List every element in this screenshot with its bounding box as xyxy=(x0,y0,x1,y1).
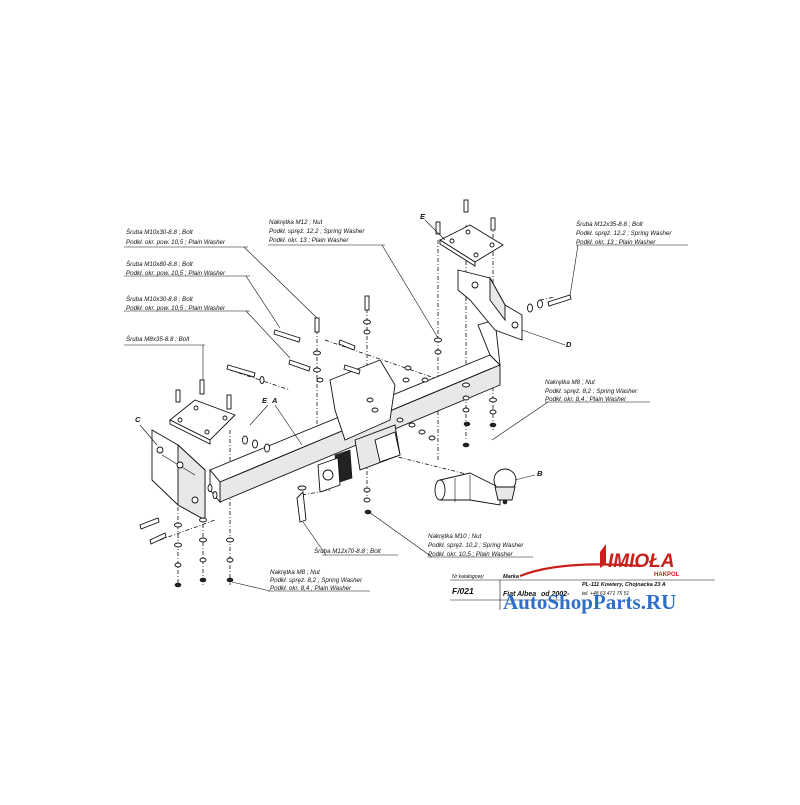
callout-line: Nakrętka M8 ; Nut xyxy=(545,379,595,386)
center-bracket xyxy=(317,359,401,493)
leader-lines xyxy=(124,219,688,592)
callout-line: Podkł. okr. pow. 10,5 ; Plain Washer xyxy=(126,270,226,277)
callout-line: Podkł. okr. 8,4 ; Plain Washer xyxy=(545,396,627,403)
callout-line: Podkł. okr. pow. 10,5 ; Plain Washer xyxy=(126,239,226,246)
callout-nut-m8-bottom: Nakrętka M8 ; Nut Podkł. spręż. 8,2 ; Sp… xyxy=(270,569,363,592)
callout-line: Śruba M10x30-8.8 ; Bolt xyxy=(126,296,193,303)
part-letter-c: C xyxy=(135,415,141,424)
make-label: Marka xyxy=(503,574,519,580)
callout-line: Nakrętka M10 ; Nut xyxy=(428,533,482,540)
part-letter-a: A xyxy=(271,396,277,405)
callout-top-bolt-m10x30: Śruba M10x30-8.8 ; Bolt Podkł. okr. pow.… xyxy=(126,229,226,246)
logo-swoosh xyxy=(519,563,641,578)
callout-line: Śruba M10x80-8.8 ; Bolt xyxy=(126,261,193,268)
brand-logo: IMIOŁA HAKPOL PL-111 Kowiery, Chojnacka … xyxy=(519,544,680,597)
callout-line: Podkł. okr. 13 ; Plain Washer xyxy=(576,239,656,246)
brand-phone: tel. +48 63 471 75 51 xyxy=(582,591,629,597)
tow-ball xyxy=(434,468,517,506)
callout-bolt-m10x80: Śruba M10x80-8.8 ; Bolt Podkł. okr. pow.… xyxy=(126,261,226,277)
callout-nut-m12: Nakrętka M12 ; Nut Podkł. spręż. 12,2 ; … xyxy=(269,219,365,244)
callout-line: Podkł. spręż. 10,2 ; Spring Washer xyxy=(428,542,524,549)
fasteners xyxy=(139,199,572,588)
part-letter-d: D xyxy=(566,340,572,349)
logo-mark xyxy=(600,544,606,568)
callout-bolt-m8x35: Śruba M8x35-8.8 ; Bolt xyxy=(126,336,190,343)
model-years: od 2002- xyxy=(541,591,570,598)
callout-line: Śruba M12x35-8.8 ; Bolt xyxy=(576,221,643,228)
callout-line: Podkł. spręż. 12,2 ; Spring Washer xyxy=(576,230,672,237)
part-letter-e-right: E xyxy=(420,212,426,221)
callout-line: Nakrętka M8 ; Nut xyxy=(270,569,320,576)
watermark: AutoShopParts.RU xyxy=(503,590,676,614)
callout-line: Śruba M12x70-8.8 ; Bolt xyxy=(314,548,381,555)
part-letter-e-left: E xyxy=(262,396,268,405)
callout-nut-m8-right: Nakrętka M8 ; Nut Podkł. spręż. 8,2 ; Sp… xyxy=(545,379,638,403)
right-plate xyxy=(439,224,504,267)
brand-sub: HAKPOL xyxy=(654,572,680,578)
left-plate xyxy=(169,399,236,445)
left-bracket xyxy=(151,429,206,521)
callout-nut-m10: Nakrętka M10 ; Nut Podkł. spręż. 10,2 ; … xyxy=(428,533,524,558)
callout-line: Podkł. okr. 13 ; Plain Washer xyxy=(269,237,349,244)
callout-line: Podkł. spręż. 12,2 ; Spring Washer xyxy=(269,228,365,235)
callout-line: Podkł. okr. pow. 10,5 ; Plain Washer xyxy=(126,305,226,312)
callout-line: Podkł. okr. 10,5 ; Plain Washer xyxy=(428,551,514,558)
callout-line: Podkł. spręż. 8,2 ; Spring Washer xyxy=(270,577,363,584)
part-letter-b: B xyxy=(537,469,543,478)
callout-bolt-m10x30-2: Śruba M10x30-8.8 ; Bolt Podkł. okr. pow.… xyxy=(126,296,226,312)
callout-bolt-m12x70: Śruba M12x70-8.8 ; Bolt xyxy=(314,548,381,555)
model-name: Fiat Albea xyxy=(503,591,536,598)
title-block: Nr katalogowy F/021 Marka Fiat Albea od … xyxy=(450,574,715,610)
catalog-label: Nr katalogowy xyxy=(452,574,484,580)
callout-bolt-m12x35: Śruba M12x35-8.8 ; Bolt Podkł. spręż. 12… xyxy=(576,221,672,246)
catalog-number: F/021 xyxy=(452,586,474,596)
brand-name: IMIOŁA xyxy=(608,551,675,572)
brand-address: PL-111 Kowiery, Chojnacka 23 A xyxy=(582,582,666,588)
callout-line: Śruba M10x30-8.8 ; Bolt xyxy=(126,229,193,236)
callout-line: Śruba M8x35-8.8 ; Bolt xyxy=(126,336,190,343)
callout-line: Podkł. okr. 8,4 ; Plain Washer xyxy=(270,585,352,592)
callout-line: Nakrętka M12 ; Nut xyxy=(269,219,323,226)
callout-line: Podkł. spręż. 8,2 ; Spring Washer xyxy=(545,388,638,395)
right-bracket xyxy=(457,269,523,341)
